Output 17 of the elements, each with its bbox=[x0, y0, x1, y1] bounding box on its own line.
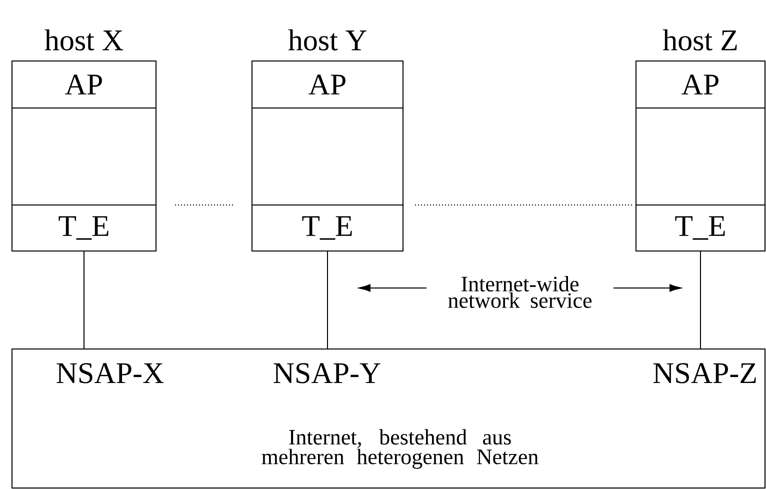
address-label: NSAP-Y bbox=[274, 363, 380, 384]
layer-cell: AP bbox=[12, 60, 156, 108]
address-label: NSAP-X bbox=[56, 363, 164, 384]
node-label: host X bbox=[44, 29, 124, 50]
node-label: host Z bbox=[662, 29, 737, 50]
arrow bbox=[358, 284, 427, 292]
layer-cell: T_E bbox=[252, 204, 404, 252]
connector-line bbox=[327, 251, 328, 350]
arrow bbox=[613, 284, 682, 292]
address-label: NSAP-Z bbox=[653, 363, 756, 384]
node-label: host Y bbox=[288, 29, 366, 50]
layer-cell: T_E bbox=[12, 204, 156, 252]
service-label: Internet-wide network service bbox=[448, 276, 592, 308]
layer-cell: T_E bbox=[636, 204, 766, 252]
layer-cell: AP bbox=[252, 60, 404, 108]
connector-line bbox=[700, 251, 701, 350]
layer-cell: AP bbox=[636, 60, 766, 108]
